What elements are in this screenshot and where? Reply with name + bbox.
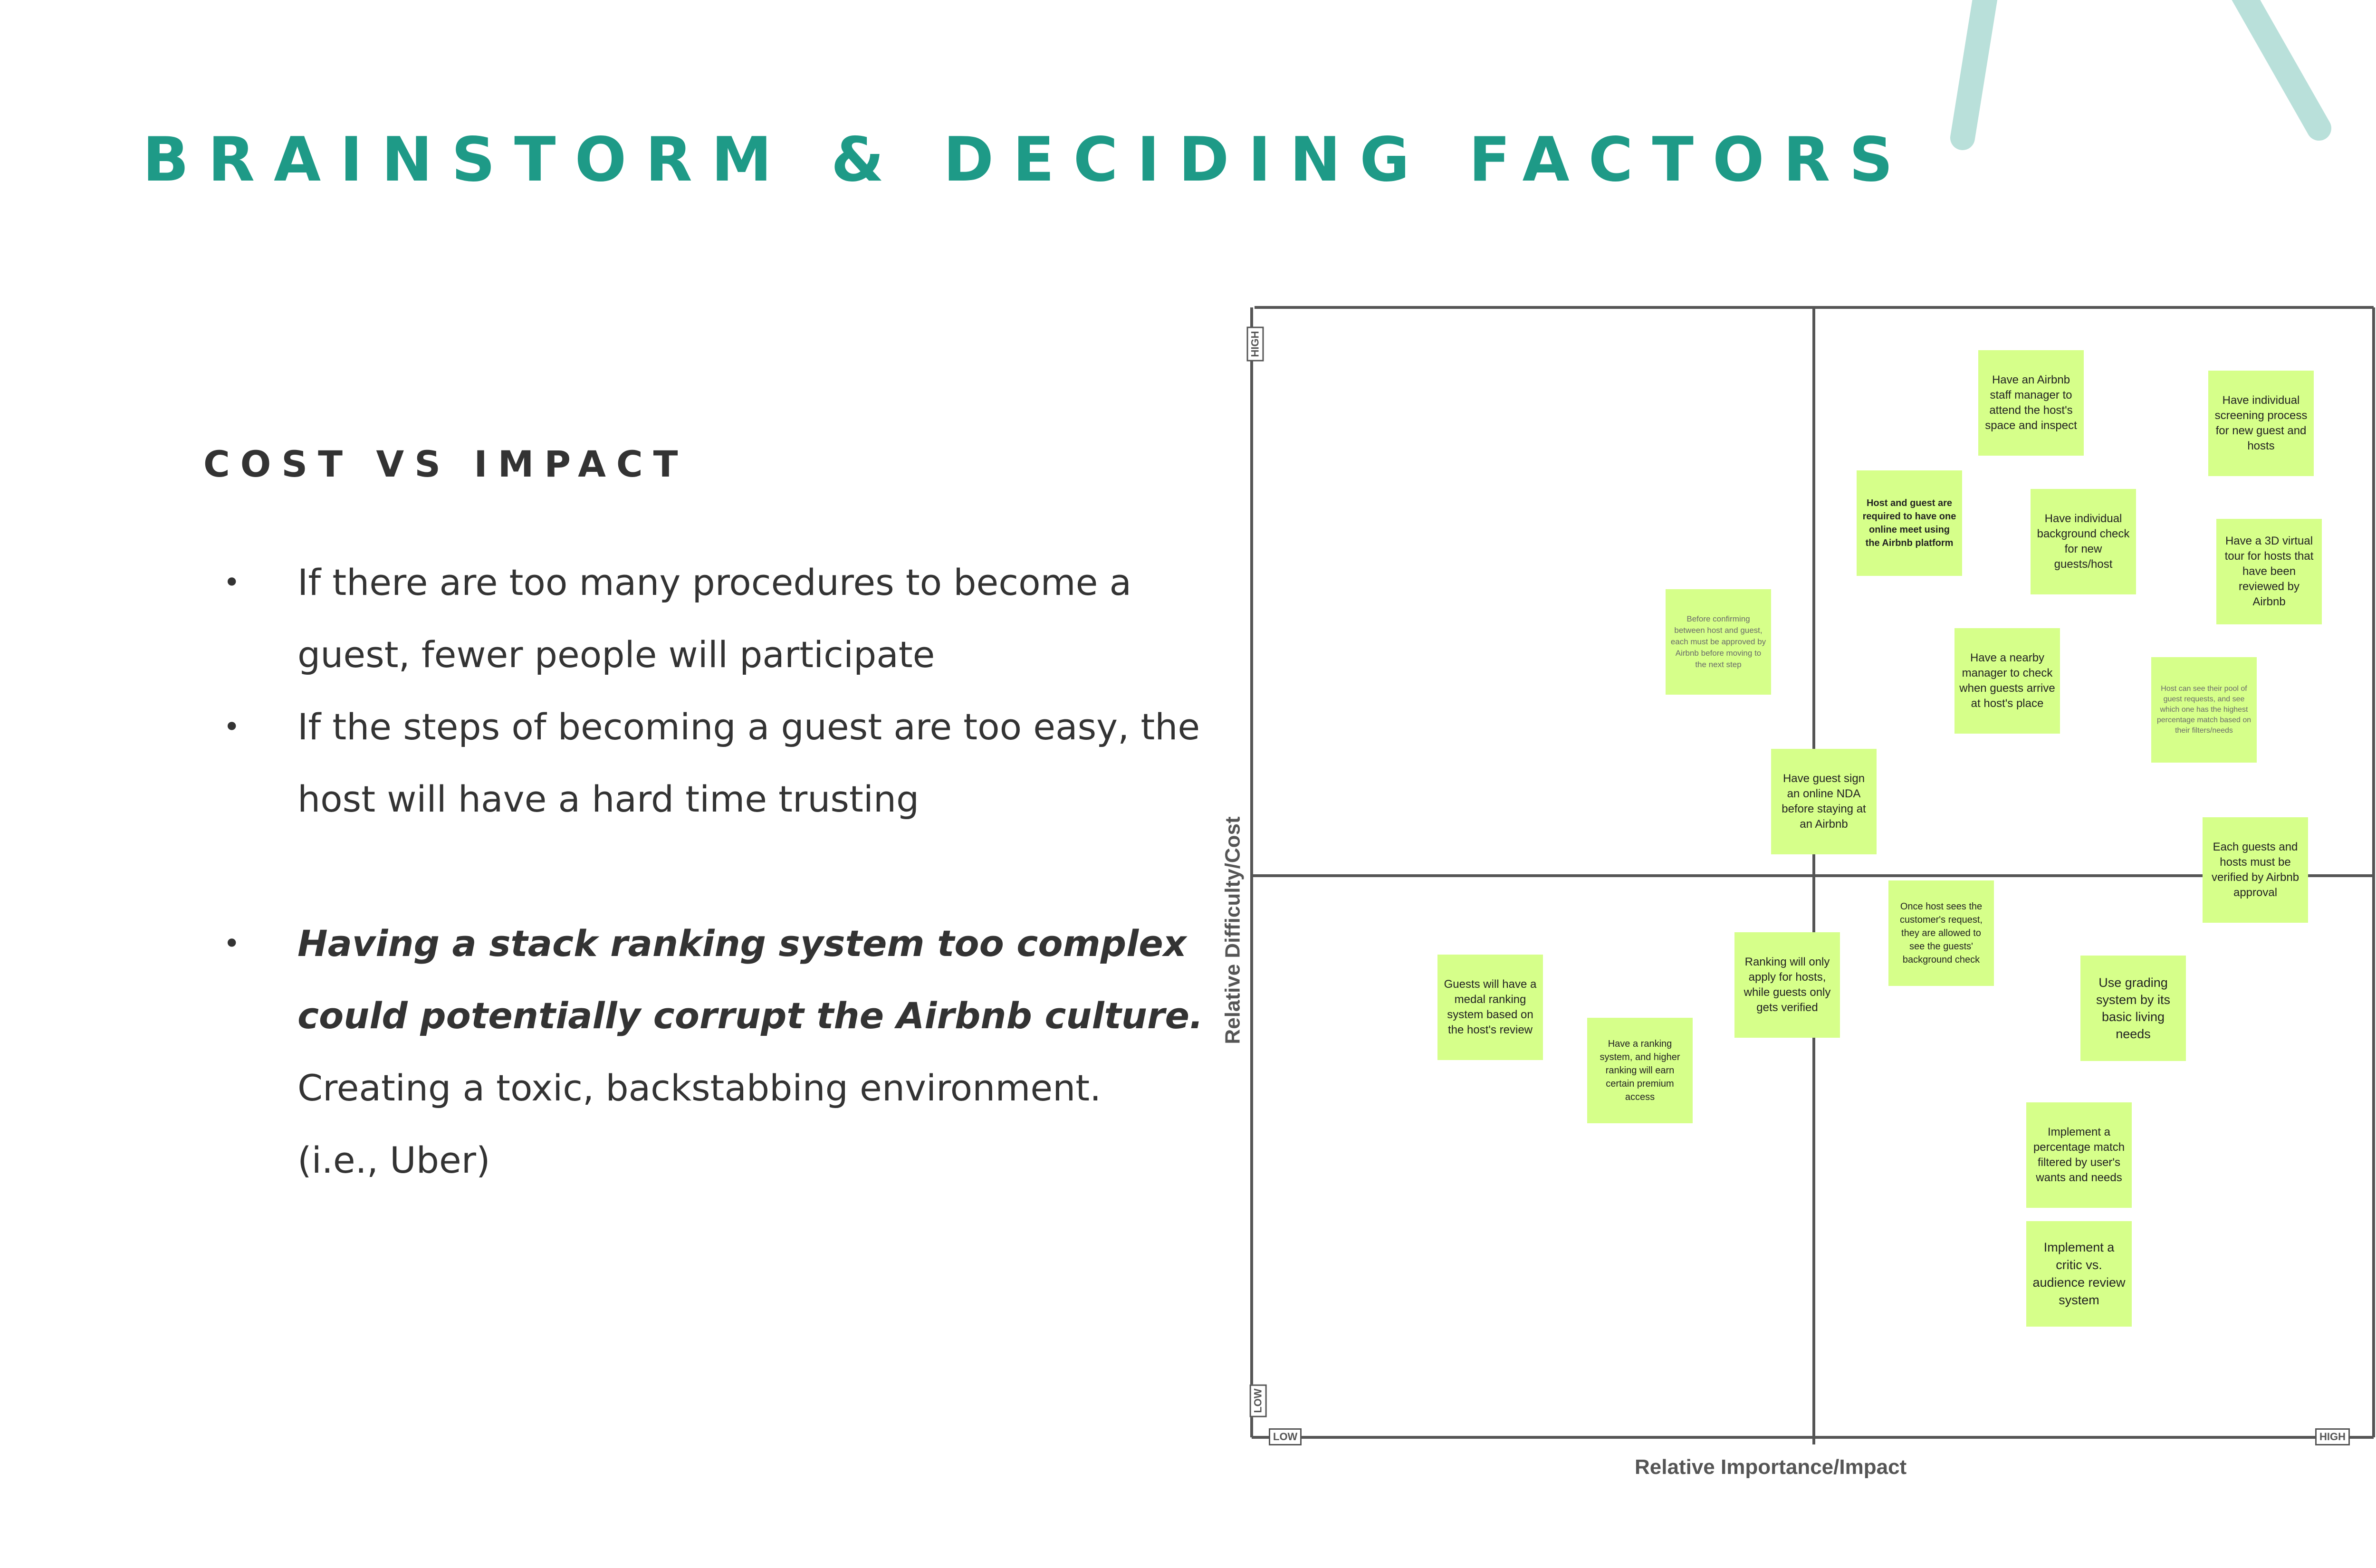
bullet-item: • If there are too many procedures to be… bbox=[223, 546, 1212, 691]
bullet-item-emphasis: • Having a stack ranking system too comp… bbox=[223, 908, 1212, 1196]
sticky-note: Before confirming between host and guest… bbox=[1666, 589, 1771, 695]
bullet-dot: • bbox=[223, 927, 240, 960]
x-axis-high-label: HIGH bbox=[2315, 1428, 2350, 1445]
sticky-note: Implement a percentage match filtered by… bbox=[2026, 1102, 2132, 1208]
x-axis-low-label: LOW bbox=[1269, 1428, 1302, 1445]
sticky-note: Once host sees the customer's request, t… bbox=[1888, 880, 1994, 986]
arch-right-stroke bbox=[2232, 0, 2331, 141]
sticky-note: Have individual background check for new… bbox=[2031, 489, 2136, 594]
sticky-note: Have individual screening process for ne… bbox=[2208, 371, 2314, 476]
sticky-note: Host can see their pool of guest request… bbox=[2151, 657, 2257, 763]
section-heading: COST VS IMPACT bbox=[203, 443, 689, 485]
bullet-dot: • bbox=[223, 710, 240, 744]
sticky-note: Each guests and hosts must be verified b… bbox=[2203, 817, 2308, 923]
sticky-note: Have a nearby manager to check when gues… bbox=[1954, 628, 2060, 734]
y-axis-high-label: HIGH bbox=[1246, 326, 1264, 362]
bullet-line: If there are too many procedures to beco… bbox=[297, 561, 1132, 603]
bullet-emphasis-line: Having a stack ranking system too comple… bbox=[297, 922, 1187, 965]
page-title: BRAINSTORM & DECIDING FACTORS bbox=[143, 124, 1912, 195]
bullet-line: Creating a toxic, backstabbing environme… bbox=[297, 1067, 1102, 1109]
sticky-note: Implement a critic vs. audience review s… bbox=[2026, 1221, 2132, 1327]
sticky-note: Have an Airbnb staff manager to attend t… bbox=[1978, 350, 2084, 456]
bullet-line: (i.e., Uber) bbox=[297, 1139, 490, 1181]
bullet-line: guest, fewer people will participate bbox=[297, 633, 935, 676]
bullet-dot: • bbox=[223, 566, 240, 599]
arch-left-stroke bbox=[1950, 0, 1998, 150]
sticky-note: Have guest sign an online NDA before sta… bbox=[1771, 749, 1877, 854]
bullet-line: If the steps of becoming a guest are too… bbox=[297, 706, 1200, 748]
bullet-list: • If there are too many procedures to be… bbox=[223, 546, 1212, 1196]
y-axis-low-label: LOW bbox=[1249, 1384, 1267, 1417]
x-axis-title: Relative Importance/Impact bbox=[1635, 1455, 1907, 1479]
sticky-note: Have a ranking system, and higher rankin… bbox=[1587, 1018, 1693, 1123]
y-axis-title: Relative Difficulty/Cost bbox=[1221, 816, 1245, 1044]
sticky-note: Ranking will only apply for hosts, while… bbox=[1734, 932, 1840, 1038]
sticky-note: Use grading system by its basic living n… bbox=[2080, 956, 2186, 1061]
sticky-note: Guests will have a medal ranking system … bbox=[1437, 955, 1543, 1060]
sticky-note: Host and guest are required to have one … bbox=[1857, 470, 1962, 576]
bullet-line: host will have a hard time trusting bbox=[297, 778, 920, 820]
bullet-item: • If the steps of becoming a guest are t… bbox=[223, 691, 1212, 835]
sticky-note: Have a 3D virtual tour for hosts that ha… bbox=[2216, 519, 2322, 624]
bullet-emphasis-line: could potentially corrupt the Airbnb cul… bbox=[297, 994, 1203, 1037]
